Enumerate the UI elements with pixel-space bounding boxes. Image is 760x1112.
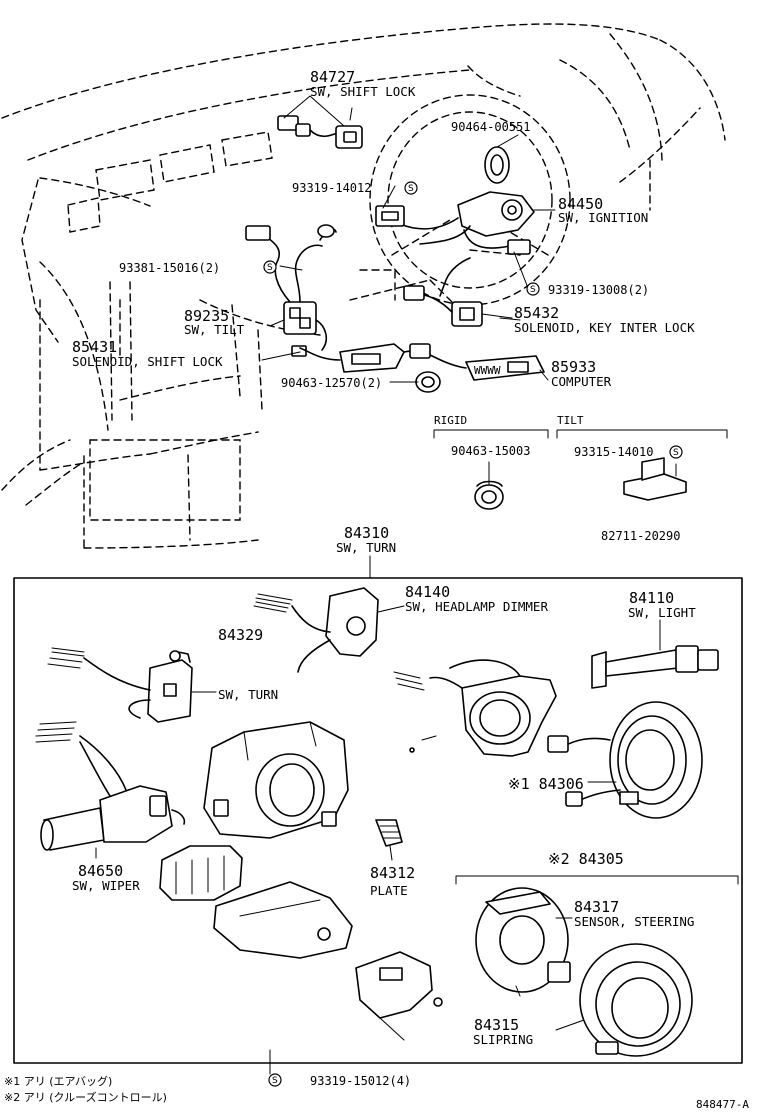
label-85431-nm: SOLENOID, SHIFT LOCK bbox=[72, 354, 223, 369]
label-90463-12570: 90463-12570(2) bbox=[281, 376, 382, 390]
part-84140-headlamp-dimmer-switch bbox=[253, 587, 405, 673]
label-93315-14010: 93315-14010 bbox=[574, 445, 653, 459]
part-84650-wiper-switch bbox=[35, 721, 186, 859]
label-84450-nm: SW, IGNITION bbox=[558, 210, 648, 225]
labels: 84727 SW, SHIFT LOCK 90464-00551 93319-1… bbox=[4, 68, 749, 1111]
part-84110-light-switch bbox=[591, 619, 719, 689]
part-90463-15003-clamp bbox=[474, 461, 504, 510]
part-89235-tilt-switch bbox=[245, 224, 337, 357]
label-93381-15016: 93381-15016(2) bbox=[119, 261, 220, 275]
label-84312-pn: 84312 bbox=[370, 864, 415, 882]
label-84650-pn: 84650 bbox=[78, 862, 123, 880]
s-symbol-icon: S bbox=[526, 282, 540, 296]
svg-text:S: S bbox=[272, 1076, 278, 1086]
part-84329-turn-switch bbox=[47, 647, 217, 723]
label-84317-nm: SENSOR, STEERING bbox=[574, 914, 694, 929]
svg-text:S: S bbox=[267, 263, 273, 273]
part-lower-cover bbox=[159, 845, 443, 1075]
label-84315-nm: SLIPRING bbox=[473, 1032, 533, 1047]
bracket-84305 bbox=[455, 875, 739, 885]
svg-text:S: S bbox=[530, 285, 536, 295]
label-tilt: TILT bbox=[557, 414, 584, 427]
part-84310-turn-switch-bracket bbox=[393, 659, 557, 757]
label-84110-pn: 84110 bbox=[629, 589, 674, 607]
part-85933-computer: WWWW bbox=[409, 343, 545, 381]
part-84450-ignition-switch bbox=[375, 191, 556, 255]
label-84650-nm: SW, WIPER bbox=[72, 878, 140, 893]
label-85933-pn: 85933 bbox=[551, 358, 596, 376]
label-85933-nm: COMPUTER bbox=[551, 374, 612, 389]
label-84317-pn: 84317 bbox=[574, 898, 619, 916]
label-84450-pn: 84450 bbox=[558, 195, 603, 213]
part-90464-clamp bbox=[484, 134, 519, 184]
figure-number: 848477-A bbox=[696, 1098, 749, 1111]
svg-text:S: S bbox=[408, 184, 414, 194]
label-84310-pn: 84310 bbox=[344, 524, 389, 542]
label-89235-nm: SW, TILT bbox=[184, 322, 245, 337]
label-90464-00551: 90464-00551 bbox=[451, 120, 530, 134]
label-rigid: RIGID bbox=[434, 414, 467, 427]
assembly-box bbox=[13, 577, 743, 1064]
part-84312-plate bbox=[375, 819, 403, 861]
label-90463-15003: 90463-15003 bbox=[451, 444, 530, 458]
label-84110-nm: SW, LIGHT bbox=[628, 605, 696, 620]
svg-text:WWWW: WWWW bbox=[474, 364, 501, 377]
label-82711-20290: 82711-20290 bbox=[601, 529, 680, 543]
part-84727-shift-lock-switch bbox=[277, 107, 363, 149]
note-1: ※1 アリ (エアバッグ) bbox=[4, 1074, 112, 1088]
label-84306-pn: ※1 84306 bbox=[508, 775, 584, 793]
label-84727-nm: SW, SHIFT LOCK bbox=[310, 84, 416, 99]
label-93319-14012: 93319-14012 bbox=[292, 181, 371, 195]
part-85431-solenoid-shift-lock bbox=[299, 343, 423, 373]
bracket-rigid-tilt bbox=[433, 429, 728, 439]
label-84312-nm: PLATE bbox=[370, 883, 408, 898]
label-84140-nm: SW, HEADLAMP DIMMER bbox=[405, 599, 548, 614]
label-84727-pn: 84727 bbox=[310, 68, 355, 86]
leader-lines-top bbox=[261, 95, 549, 383]
part-82711-bracket bbox=[623, 457, 687, 501]
label-85432-nm: SOLENOID, KEY INTER LOCK bbox=[514, 320, 695, 335]
part-84306-spiral-cable bbox=[547, 701, 703, 819]
label-84310-nm: SW, TURN bbox=[336, 540, 396, 555]
label-93319-13008: 93319-13008(2) bbox=[548, 283, 649, 297]
s-symbol-icon: S bbox=[268, 1073, 282, 1087]
note-2: ※2 アリ (クルーズコントロール) bbox=[4, 1090, 167, 1104]
svg-text:S: S bbox=[673, 448, 679, 458]
label-84315-pn: 84315 bbox=[474, 1016, 519, 1034]
part-84310-switch-body bbox=[203, 721, 349, 839]
label-84329-nm: SW, TURN bbox=[218, 687, 278, 702]
part-84315-slipring bbox=[555, 943, 693, 1057]
s-symbol-icon: S bbox=[669, 445, 683, 459]
s-symbols: S S S S S bbox=[263, 181, 683, 1087]
label-85431-pn: 85431 bbox=[72, 338, 117, 356]
label-84140-pn: 84140 bbox=[405, 583, 450, 601]
s-symbol-icon: S bbox=[263, 260, 277, 274]
part-84317-steering-sensor bbox=[475, 887, 573, 997]
s-symbol-icon: S bbox=[404, 181, 418, 195]
label-89235-pn: 89235 bbox=[184, 307, 229, 325]
label-85432-pn: 85432 bbox=[514, 304, 559, 322]
label-84329-pn: 84329 bbox=[218, 626, 263, 644]
label-84305-pn: ※2 84305 bbox=[548, 850, 624, 868]
part-90463-12570-clamp bbox=[415, 371, 441, 393]
part-85432-solenoid-key-interlock bbox=[403, 257, 513, 327]
label-93319-15012: 93319-15012(4) bbox=[310, 1074, 411, 1088]
